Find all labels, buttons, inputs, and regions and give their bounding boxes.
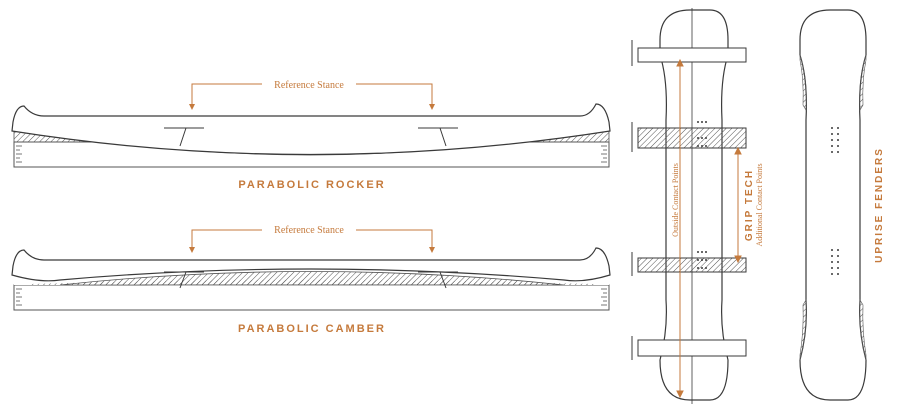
camber-reference-stance-bracket [189, 229, 435, 253]
uprise-board-outline [799, 9, 867, 401]
uprise-fenders-board: UPRISE FENDERS [799, 9, 885, 401]
rocker-title: PARABOLIC ROCKER [238, 179, 385, 191]
additional-contact-arrow [734, 146, 742, 264]
camber-reference-stance-label: Reference Stance [274, 225, 344, 236]
grip-tech-subtitle: Additional Contact Points [755, 163, 764, 246]
camber-bindings [164, 271, 458, 289]
grip-contact-bars [637, 47, 747, 357]
uprise-fender-hatches [799, 54, 867, 361]
parabolic-rocker-diagram: Reference Stance [11, 80, 611, 168]
grip-tech-board: Outside Contact Points GRIP TECH Additio… [631, 8, 764, 404]
rocker-reference-stance-bracket [189, 83, 435, 110]
uprise-insert-dots-bottom [831, 249, 839, 275]
grip-insert-dots-bottom [697, 251, 707, 269]
rocker-board-profile [11, 103, 611, 156]
rocker-reference-stance-label: Reference Stance [274, 80, 344, 91]
grip-board-outline [659, 9, 729, 401]
camber-board-profile [11, 247, 611, 282]
camber-title: PARABOLIC CAMBER [238, 323, 386, 335]
rocker-bindings [164, 127, 458, 147]
uprise-fenders-title: UPRISE FENDERS [874, 147, 885, 263]
outside-contact-arrow [676, 58, 684, 399]
uprise-insert-dots-top [831, 127, 839, 153]
outside-contact-label: Outside Contact Points [671, 163, 680, 237]
grip-tech-title: GRIP TECH [744, 169, 755, 241]
parabolic-camber-diagram: Reference Stance [11, 225, 611, 311]
camber-ruler-block [13, 284, 610, 311]
grip-insert-dots-top [697, 121, 707, 147]
camber-hatch-area [59, 271, 565, 286]
